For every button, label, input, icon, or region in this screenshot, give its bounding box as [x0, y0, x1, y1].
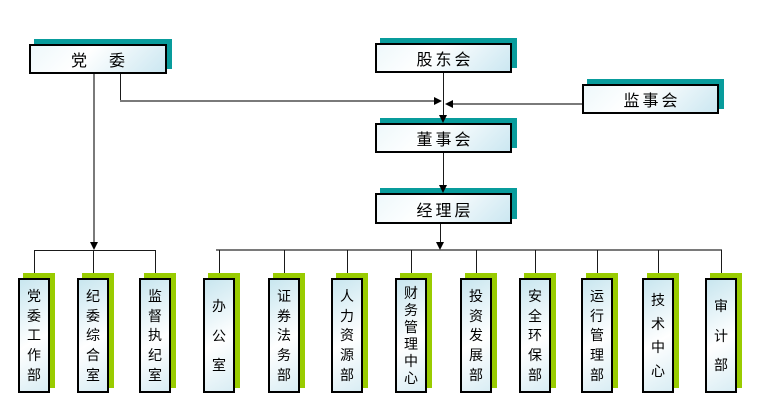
arrow-down-management-icon: [439, 185, 447, 193]
node-party-committee: 党 委: [29, 44, 167, 74]
stub-supervision-office: [155, 250, 156, 274]
right-department-rail: [216, 249, 722, 251]
arrow-down-board-icon: [439, 115, 447, 123]
stub-human-resources: [347, 250, 348, 274]
dept-audit: 审计部: [705, 278, 737, 393]
connector-party-to-left-rail: [93, 74, 95, 242]
dept-general-office: 办公室: [203, 278, 235, 393]
arrow-right-party-icon: [434, 97, 442, 105]
node-shareholders: 股东会: [375, 43, 512, 73]
connector-management-drop: [440, 224, 441, 242]
dept-discipline-office: 纪委综合室: [77, 278, 109, 393]
node-board-of-directors: 董事会: [375, 123, 512, 153]
dept-operations-mgmt: 运行管理部: [581, 278, 613, 393]
stub-party-work: [34, 250, 35, 274]
stub-finance-center: [411, 250, 412, 274]
stub-securities-legal: [284, 250, 285, 274]
stub-operations-mgmt: [597, 250, 598, 274]
stub-investment-dev: [476, 250, 477, 274]
dept-supervision-office: 监督执纪室: [139, 278, 171, 393]
arrow-left-supervisory-icon: [445, 100, 453, 108]
connector-supervisory-to-board: [451, 103, 582, 105]
connector-party-drop: [120, 74, 121, 102]
connector-shareholders-to-board: [443, 73, 444, 117]
dept-tech-center: 技术中心: [642, 278, 674, 393]
left-department-rail: [34, 250, 156, 251]
stub-safety-env: [535, 250, 536, 274]
dept-investment-dev: 投资发展部: [460, 278, 492, 393]
stub-tech-center: [658, 250, 659, 274]
dept-finance-center: 财务管理中心: [395, 278, 427, 393]
dept-human-resources: 人力资源部: [331, 278, 363, 393]
dept-securities-legal: 证券法务部: [268, 278, 300, 393]
node-management-layer: 经理层: [375, 193, 512, 224]
connector-board-to-management: [443, 153, 444, 187]
dept-safety-env: 安全环保部: [519, 278, 551, 393]
arrow-down-right-rail-icon: [436, 242, 444, 250]
dept-party-work: 党委工作部: [18, 278, 50, 393]
node-supervisory-board: 监事会: [582, 84, 719, 114]
connector-party-to-board: [120, 100, 434, 102]
stub-audit: [721, 250, 722, 274]
stub-discipline-office: [93, 250, 94, 274]
stub-general-office: [219, 250, 220, 274]
arrow-down-left-rail-icon: [90, 242, 98, 250]
